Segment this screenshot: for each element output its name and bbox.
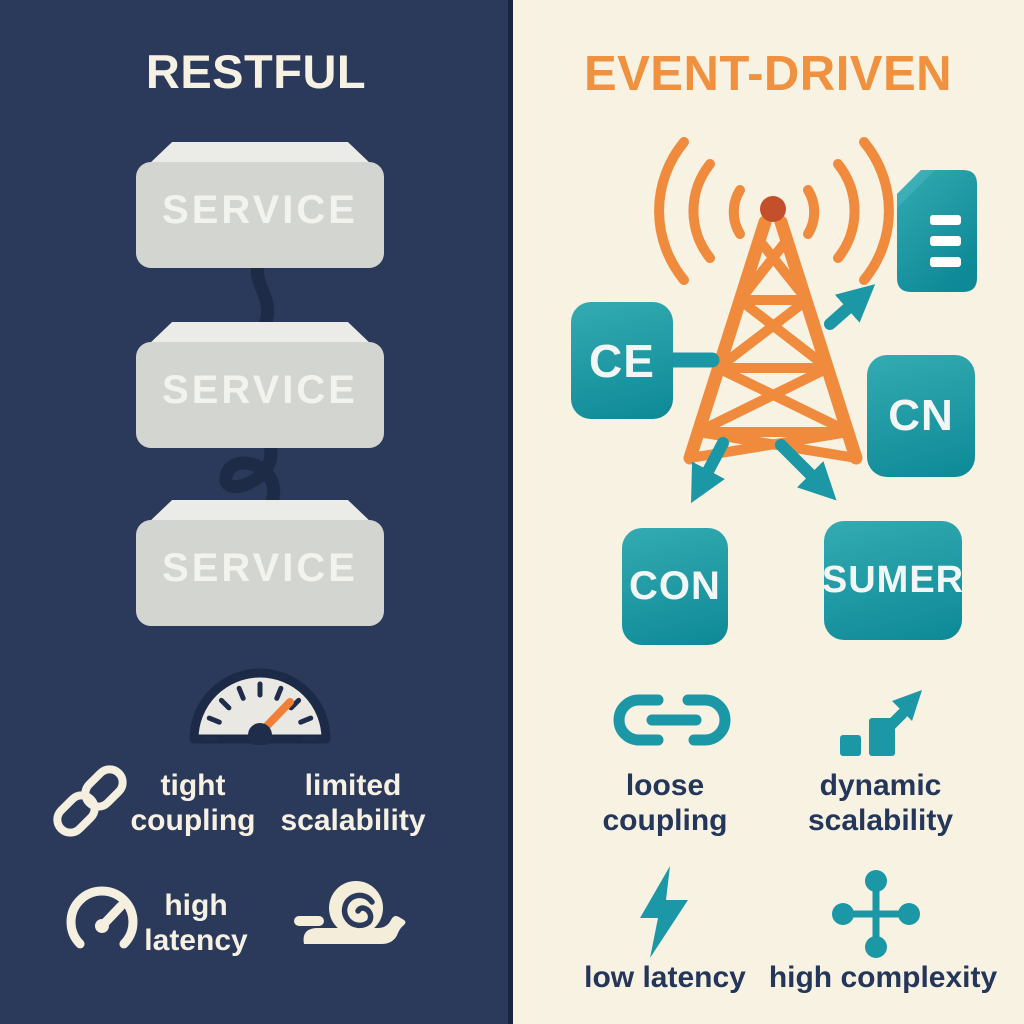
low-latency-label: low latency	[584, 961, 746, 994]
limited-scalability-label: limited scalability	[280, 769, 426, 837]
node-label: SUMER	[821, 559, 965, 601]
event-flow-arrows	[664, 284, 876, 504]
growth-chart-icon	[840, 690, 922, 756]
tower-beacon-dot	[760, 196, 786, 222]
snail-icon	[294, 881, 406, 944]
consumer-node-cn: CN	[867, 355, 975, 477]
high-complexity-label: high complexity	[768, 961, 998, 994]
tight-coupling-label: tight coupling	[130, 769, 256, 837]
gauge-icon	[66, 886, 138, 949]
node-label: CE	[589, 334, 655, 387]
service-label: SERVICE	[162, 188, 358, 232]
consumer-node-sumer: SUMER	[821, 521, 965, 640]
speedometer-gauge-icon	[189, 668, 331, 745]
event-driven-title: EVENT-DRIVEN	[583, 47, 953, 101]
dynamic-scalability-label: dynamic scalability	[807, 769, 954, 837]
service-box-3: SERVICE	[136, 499, 384, 628]
consumer-node-con: CON	[622, 528, 728, 645]
arrow-to-event-card-icon	[824, 284, 876, 330]
arrow-to-consumer-right-icon	[775, 439, 837, 501]
node-label: CON	[629, 564, 721, 608]
restful-title: RESTFUL	[145, 45, 367, 98]
server-box-icon	[136, 141, 384, 268]
server-box-icon	[136, 499, 384, 626]
panel-divider	[508, 0, 513, 1024]
radio-tower-icon	[654, 137, 894, 465]
arrow-to-consumer-left-icon	[691, 437, 729, 504]
service-box-1: SERVICE	[136, 141, 384, 270]
network-nodes-icon	[832, 870, 920, 958]
event-card-icon	[897, 170, 977, 292]
server-box-icon	[136, 321, 384, 448]
service-box-2: SERVICE	[136, 321, 384, 450]
service-label: SERVICE	[162, 546, 358, 590]
service-label: SERVICE	[162, 368, 358, 412]
producer-node-ce: CE	[571, 302, 673, 419]
loose-coupling-label: loose coupling	[602, 769, 728, 837]
chain-link-icon	[53, 765, 127, 837]
lightning-bolt-icon	[640, 866, 688, 958]
high-latency-label: high latency	[144, 889, 248, 957]
broken-chain-icon	[613, 694, 731, 746]
node-label: CN	[888, 391, 954, 440]
